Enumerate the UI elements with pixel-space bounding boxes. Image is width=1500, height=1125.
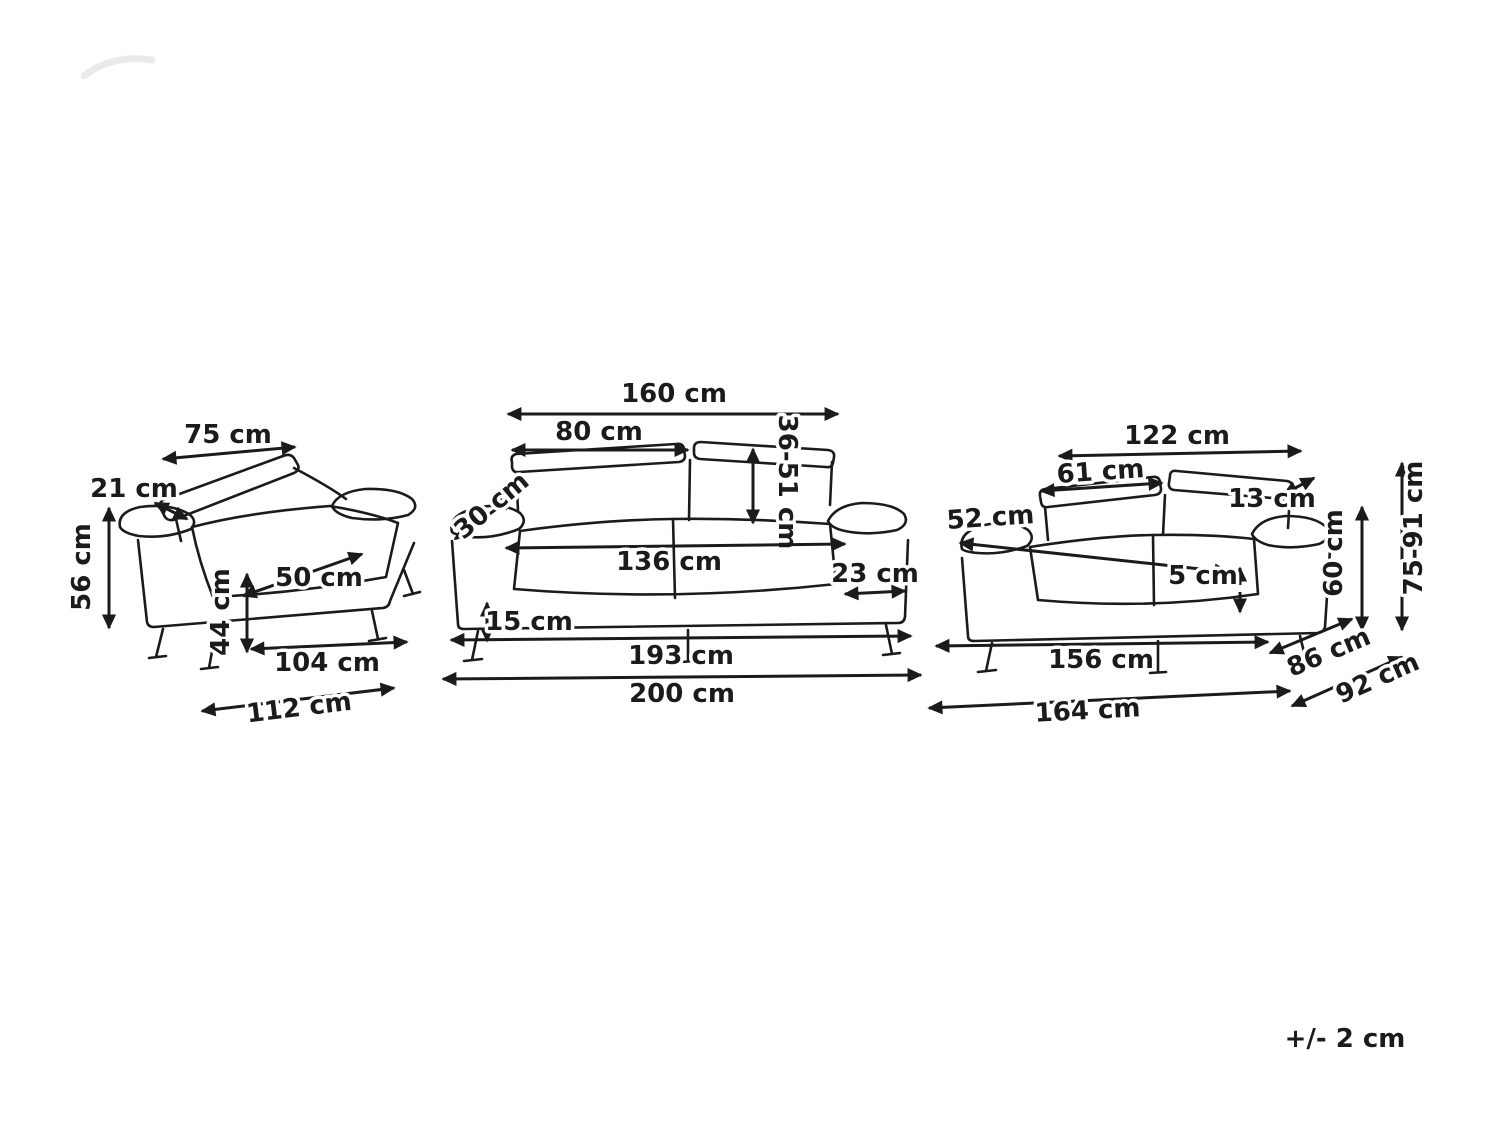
armchair-leg-front-right [367, 609, 388, 643]
two-seater-overall-depth-arrow [1290, 655, 1404, 708]
three-seater-seat-width-arrow [504, 537, 847, 555]
two-seater-base-width-label: 156 cm [1048, 645, 1154, 675]
armchair-headrest-gap-arrow [153, 501, 189, 521]
armchair-seat-height-label: 44 cm [206, 568, 236, 656]
armchair-inner-width-arrow [249, 635, 409, 656]
three-seater-overall-width-arrow [441, 668, 923, 686]
two-seater-leg-left [976, 641, 998, 674]
two-seater-base-width-arrow [934, 635, 1270, 653]
three-seater-armrest-width-arrow [843, 584, 907, 601]
three-seater-dimensions: 160 cm 80 cm 36-51 cm 30 cm 136 cm 23 cm… [441, 376, 923, 713]
two-seater-back-height-label: 60 cm [1319, 509, 1349, 597]
two-seater-backrest-width-label: 122 cm [1124, 421, 1230, 451]
armchair-leg-front-left [147, 627, 168, 660]
armchair-headrest-outline [158, 453, 300, 522]
two-seater-seat-depth-label: 52 cm [946, 500, 1036, 536]
armchair-group: 75 cm 21 cm 56 cm 50 cm 44 cm 104 cm 112… [64, 417, 422, 733]
three-seater-backrest-width-label: 160 cm [621, 379, 727, 409]
armchair-seat-cushion-outline [190, 504, 400, 599]
armchair-overall-width-arrow [200, 682, 396, 717]
two-seater-seat-seam [1151, 533, 1156, 607]
three-seater-seat-width-label: 136 cm [616, 547, 722, 577]
armchair-seat-width-arrow [241, 551, 364, 599]
armchair-armrest-height-label: 56 cm [67, 523, 97, 611]
three-seater-leg-height-label: 15 cm [485, 607, 573, 637]
two-seater-armrest-right-outline [1250, 514, 1331, 549]
three-seater-group: 160 cm 80 cm 36-51 cm 30 cm 136 cm 23 cm… [441, 376, 923, 713]
two-seater-headrest-thickness-arrow [1282, 476, 1316, 496]
two-seater-backrest-width-arrow [1057, 444, 1303, 463]
two-seater-dimensions: 122 cm 61 cm 13 cm 52 cm 5 cm 60 cm 75-9… [927, 418, 1433, 732]
armchair-headrest-width-label: 75 cm [184, 420, 272, 450]
three-seater-armrest-depth-label: 30 cm [449, 466, 536, 545]
armchair-armrest-left-outline [118, 504, 196, 538]
three-seater-leg-right [881, 623, 902, 657]
three-seater-drawing [450, 440, 910, 664]
three-seater-leg-left [462, 629, 484, 663]
two-seater-depth-inner-arrow [1268, 617, 1354, 655]
two-seater-headrest-width-arrow [1039, 476, 1164, 498]
three-seater-seat-outline [512, 517, 838, 596]
scan-artifact [80, 55, 156, 80]
armchair-inner-width-label: 104 cm [274, 648, 380, 678]
three-seater-base-width-label: 193 cm [628, 641, 734, 671]
three-seater-back-seams [514, 458, 834, 522]
two-seater-headrest-gap-label: 5 cm [1168, 561, 1238, 591]
two-seater-group: 122 cm 61 cm 13 cm 52 cm 5 cm 60 cm 75-9… [927, 418, 1433, 732]
three-seater-seat-seam [671, 517, 677, 600]
two-seater-headrest-thickness-label: 13 cm [1228, 484, 1316, 514]
three-seater-headrest-right-outline [692, 440, 836, 469]
three-seater-base-outline [450, 538, 910, 631]
armchair-overall-width-label: 112 cm [245, 687, 354, 730]
three-seater-headrest-height-label: 36-51 cm [772, 415, 802, 550]
two-seater-overall-width-arrow [927, 684, 1292, 715]
three-seater-armrest-depth-arrow [453, 495, 515, 541]
two-seater-back-seams [1043, 492, 1292, 542]
tolerance-note: +/- 2 cm [1285, 1024, 1406, 1054]
armchair-seat-width-label: 50 cm [275, 563, 363, 593]
armchair-back-edge [292, 466, 348, 501]
three-seater-headrest-width-label: 80 cm [555, 417, 643, 447]
two-seater-seat-depth-arrow [958, 537, 1230, 578]
two-seater-headrest-width-label: 61 cm [1056, 454, 1146, 490]
three-seater-armrest-width-label: 23 cm [831, 559, 919, 589]
two-seater-overall-width-label: 164 cm [1034, 693, 1141, 728]
armchair-headrest-post [174, 517, 183, 543]
armchair-base-outline [136, 538, 416, 629]
armchair-leg-back-right [402, 568, 422, 598]
three-seater-headrest-left-outline [510, 442, 687, 474]
two-seater-overall-height-label: 75-91 cm [1399, 461, 1429, 596]
armchair-armrest-right-outline [330, 487, 417, 521]
armchair-dimensions: 75 cm 21 cm 56 cm 50 cm 44 cm 104 cm 112… [64, 417, 409, 733]
armchair-headrest-gap-label: 21 cm [90, 474, 178, 504]
armchair-leg-mid [199, 644, 220, 671]
three-seater-base-width-arrow [449, 629, 913, 647]
three-seater-overall-width-label: 200 cm [629, 679, 735, 709]
three-seater-armrest-right-outline [826, 501, 908, 535]
armchair-headrest-width-arrow [161, 441, 297, 465]
